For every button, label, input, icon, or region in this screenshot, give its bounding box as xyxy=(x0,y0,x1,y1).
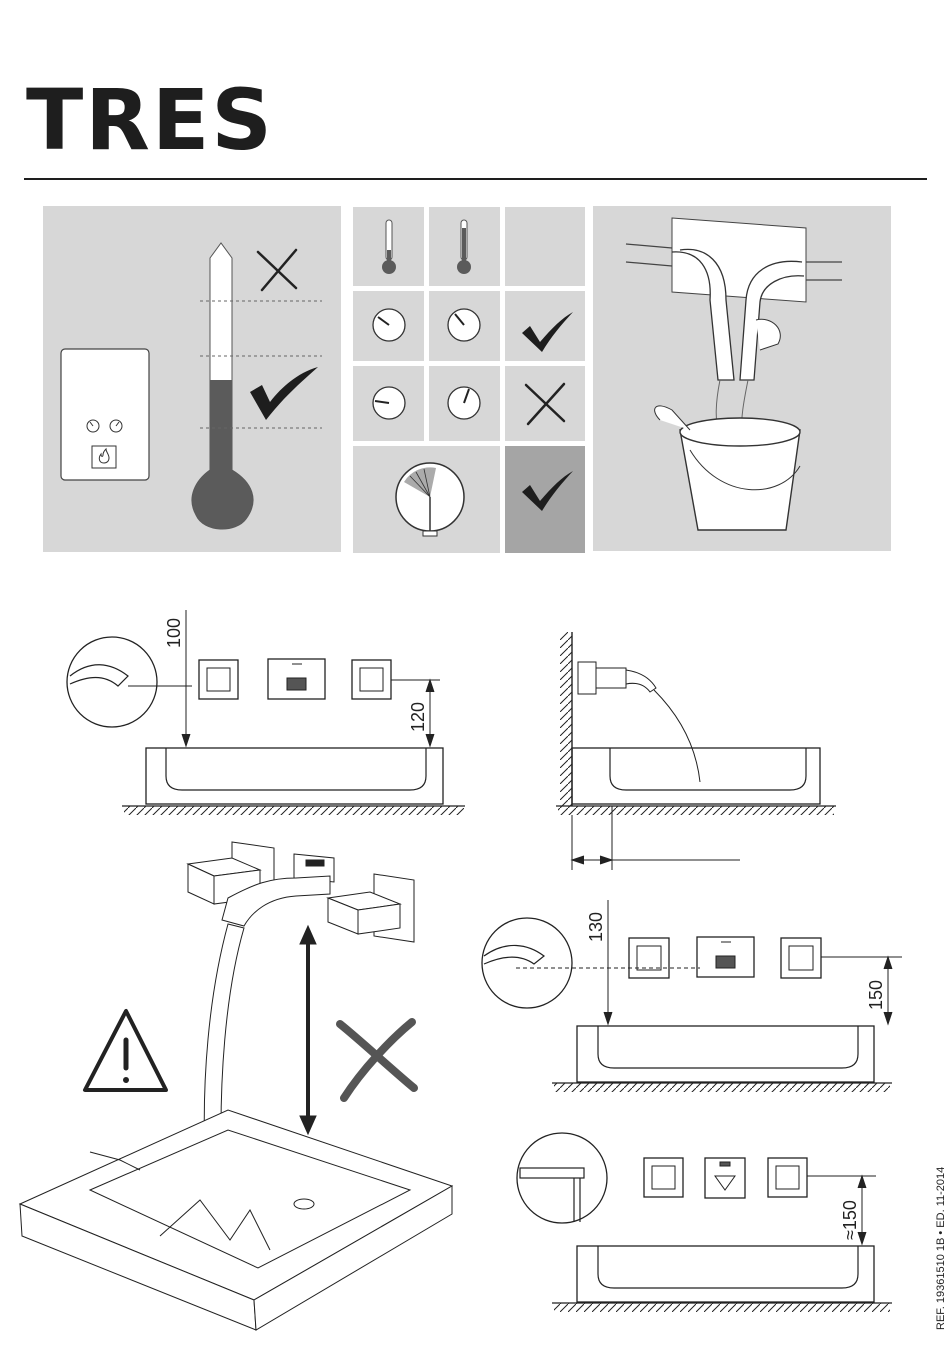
dim-100: 100 xyxy=(164,618,184,648)
cross-mark-icon xyxy=(340,1022,414,1098)
figure-gauge-grid xyxy=(353,207,585,553)
dim-150: 150 xyxy=(866,980,886,1010)
gauge-icon xyxy=(448,309,480,341)
document-reference: REF. 19361510 1B • ED. 11-2014 xyxy=(935,1167,947,1330)
gauge-icon xyxy=(373,387,405,419)
figure-dimension-150 xyxy=(482,900,902,1092)
figure-splash-warning xyxy=(20,842,452,1330)
dim-approx-150: ≈150 xyxy=(840,1200,860,1240)
basin-outline xyxy=(146,748,443,804)
gauge-icon xyxy=(373,309,405,341)
warning-triangle-icon xyxy=(85,1011,166,1090)
figure-dimension-120 xyxy=(67,610,465,815)
figure-flushing xyxy=(593,206,891,551)
dim-120: 120 xyxy=(408,702,428,732)
water-heater-icon xyxy=(61,349,149,480)
gauge-icon xyxy=(448,387,480,419)
figure-temperature xyxy=(43,206,341,552)
dim-130: 130 xyxy=(586,912,606,942)
figure-dimension-approx-150 xyxy=(517,1133,892,1312)
figure-side-view xyxy=(556,632,836,870)
